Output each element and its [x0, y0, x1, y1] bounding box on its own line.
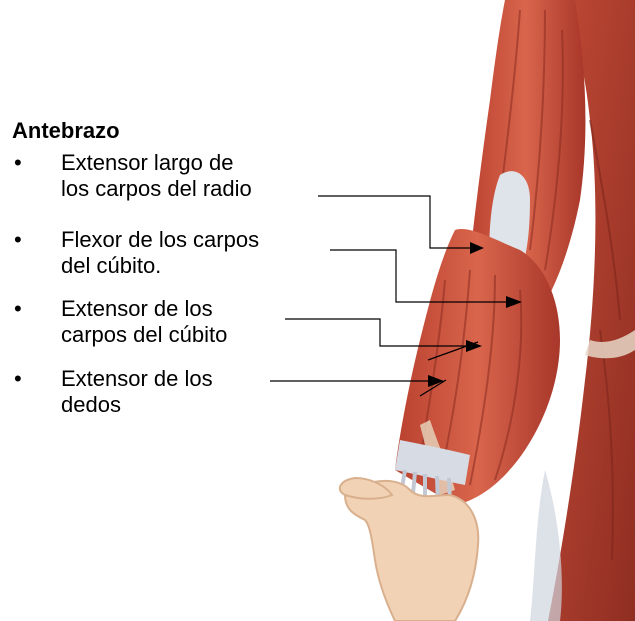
bullet-icon: •: [14, 366, 22, 392]
hand: [345, 481, 478, 621]
lower-torso-fascia: [530, 470, 562, 621]
bullet-icon: •: [14, 296, 22, 322]
list-item-text: Extensor de los carpos del cúbito: [61, 296, 227, 348]
leader-line-1: [318, 196, 470, 248]
list-item-text: Flexor de los carpos del cúbito.: [61, 227, 259, 279]
bullet-icon: •: [14, 150, 22, 176]
section-title: Antebrazo: [12, 118, 120, 144]
list-item-text: Extensor de los dedos: [61, 366, 213, 418]
list-item-text: Extensor largo de los carpos del radio: [61, 150, 252, 202]
bullet-icon: •: [14, 227, 22, 253]
